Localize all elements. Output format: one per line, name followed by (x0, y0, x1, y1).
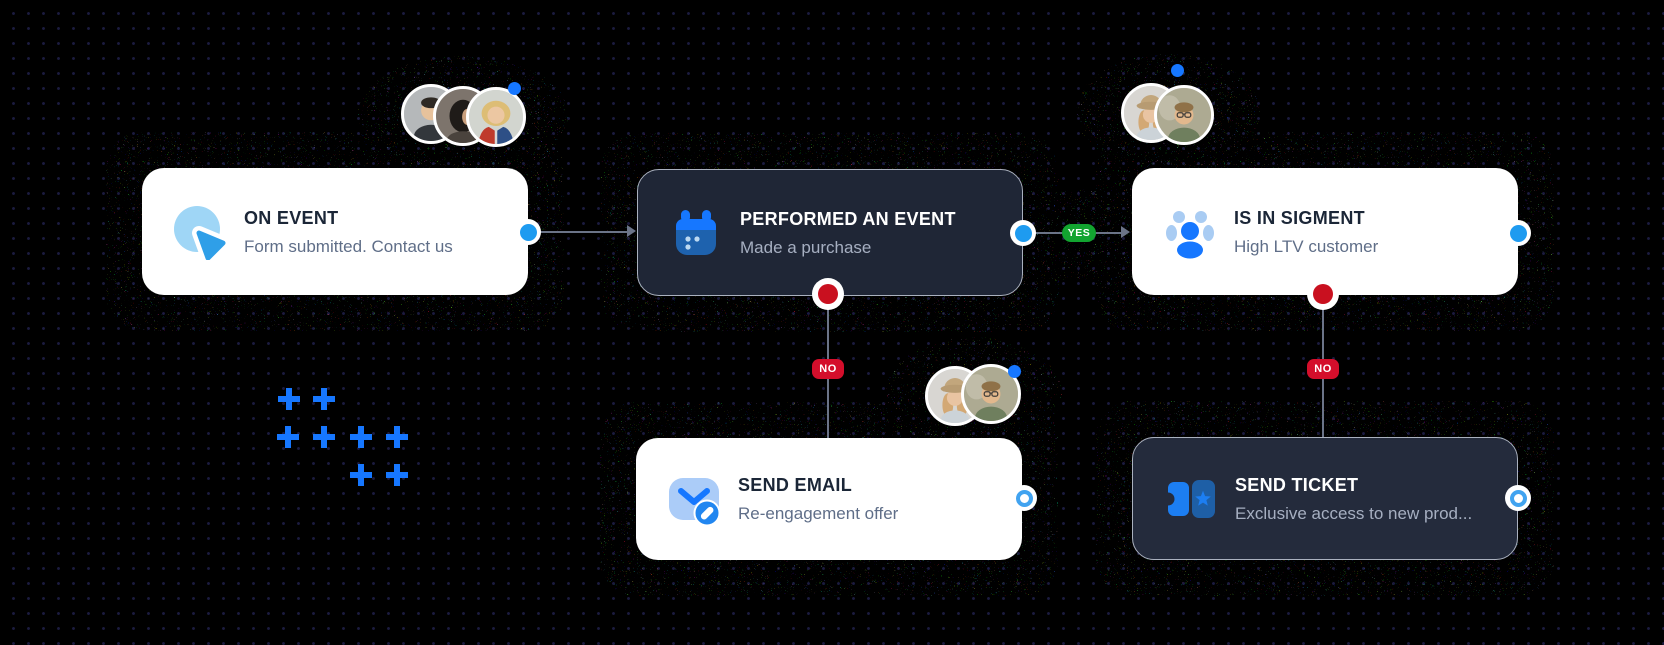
calendar-icon (676, 209, 716, 255)
audience-icon (1166, 210, 1214, 258)
plus-icon (277, 426, 299, 448)
no-branch-handle-is-in-sigment[interactable] (1307, 278, 1339, 310)
plus-icon (313, 388, 335, 410)
output-handle-on-event[interactable] (515, 219, 541, 245)
arrowhead-icon (1121, 226, 1130, 238)
node-send-email[interactable]: SEND EMAIL Re-engagement offer (636, 438, 1022, 560)
node-subtitle: Made a purchase (740, 237, 872, 257)
node-on-event[interactable]: ON EVENT Form submitted. Contact us (142, 168, 528, 295)
avatar (466, 87, 526, 147)
node-title: PERFORMED AN EVENT (740, 208, 956, 229)
avatar-cluster-is-in-sigment (1118, 61, 1228, 151)
node-send-ticket[interactable]: SEND TICKET Exclusive access to new prod… (1132, 437, 1518, 560)
notification-dot (1008, 365, 1021, 378)
output-handle-send-email[interactable] (1011, 485, 1037, 511)
avatar-cluster-send-email (922, 361, 1032, 431)
no-badge: NO (812, 359, 844, 379)
plus-icon (386, 464, 408, 486)
avatar-cluster-on-event (398, 81, 528, 151)
notification-dot (1171, 64, 1184, 77)
node-subtitle: High LTV customer (1234, 236, 1379, 256)
notification-dot (508, 82, 521, 95)
node-subtitle: Exclusive access to new prod... (1235, 503, 1473, 523)
connector-line (528, 231, 630, 233)
arrowhead-icon (627, 225, 636, 237)
node-is-in-sigment[interactable]: IS IN SIGMENT High LTV customer (1132, 168, 1518, 295)
node-title: IS IN SIGMENT (1234, 207, 1365, 228)
no-branch-handle-performed-event[interactable] (812, 278, 844, 310)
yes-badge: YES (1062, 224, 1096, 242)
pointer-click-icon (174, 205, 228, 260)
node-title: SEND TICKET (1235, 474, 1359, 495)
plus-icon (350, 464, 372, 486)
ticket-star-icon (1163, 479, 1215, 518)
avatar (1154, 85, 1214, 145)
output-handle-performed-event[interactable] (1010, 220, 1036, 246)
no-badge: NO (1307, 359, 1339, 379)
plus-icon (350, 426, 372, 448)
node-title: ON EVENT (244, 207, 339, 228)
plus-icon (386, 426, 408, 448)
node-subtitle: Re-engagement offer (738, 504, 899, 523)
node-subtitle: Form submitted. Contact us (244, 236, 453, 256)
plus-icon (313, 426, 335, 448)
plus-icon (278, 388, 300, 410)
node-title: SEND EMAIL (738, 475, 853, 495)
node-performed-an-event[interactable]: PERFORMED AN EVENT Made a purchase (637, 169, 1023, 296)
output-handle-is-in-sigment[interactable] (1505, 220, 1531, 246)
email-compose-icon (669, 478, 721, 527)
output-handle-send-ticket[interactable] (1505, 485, 1531, 511)
